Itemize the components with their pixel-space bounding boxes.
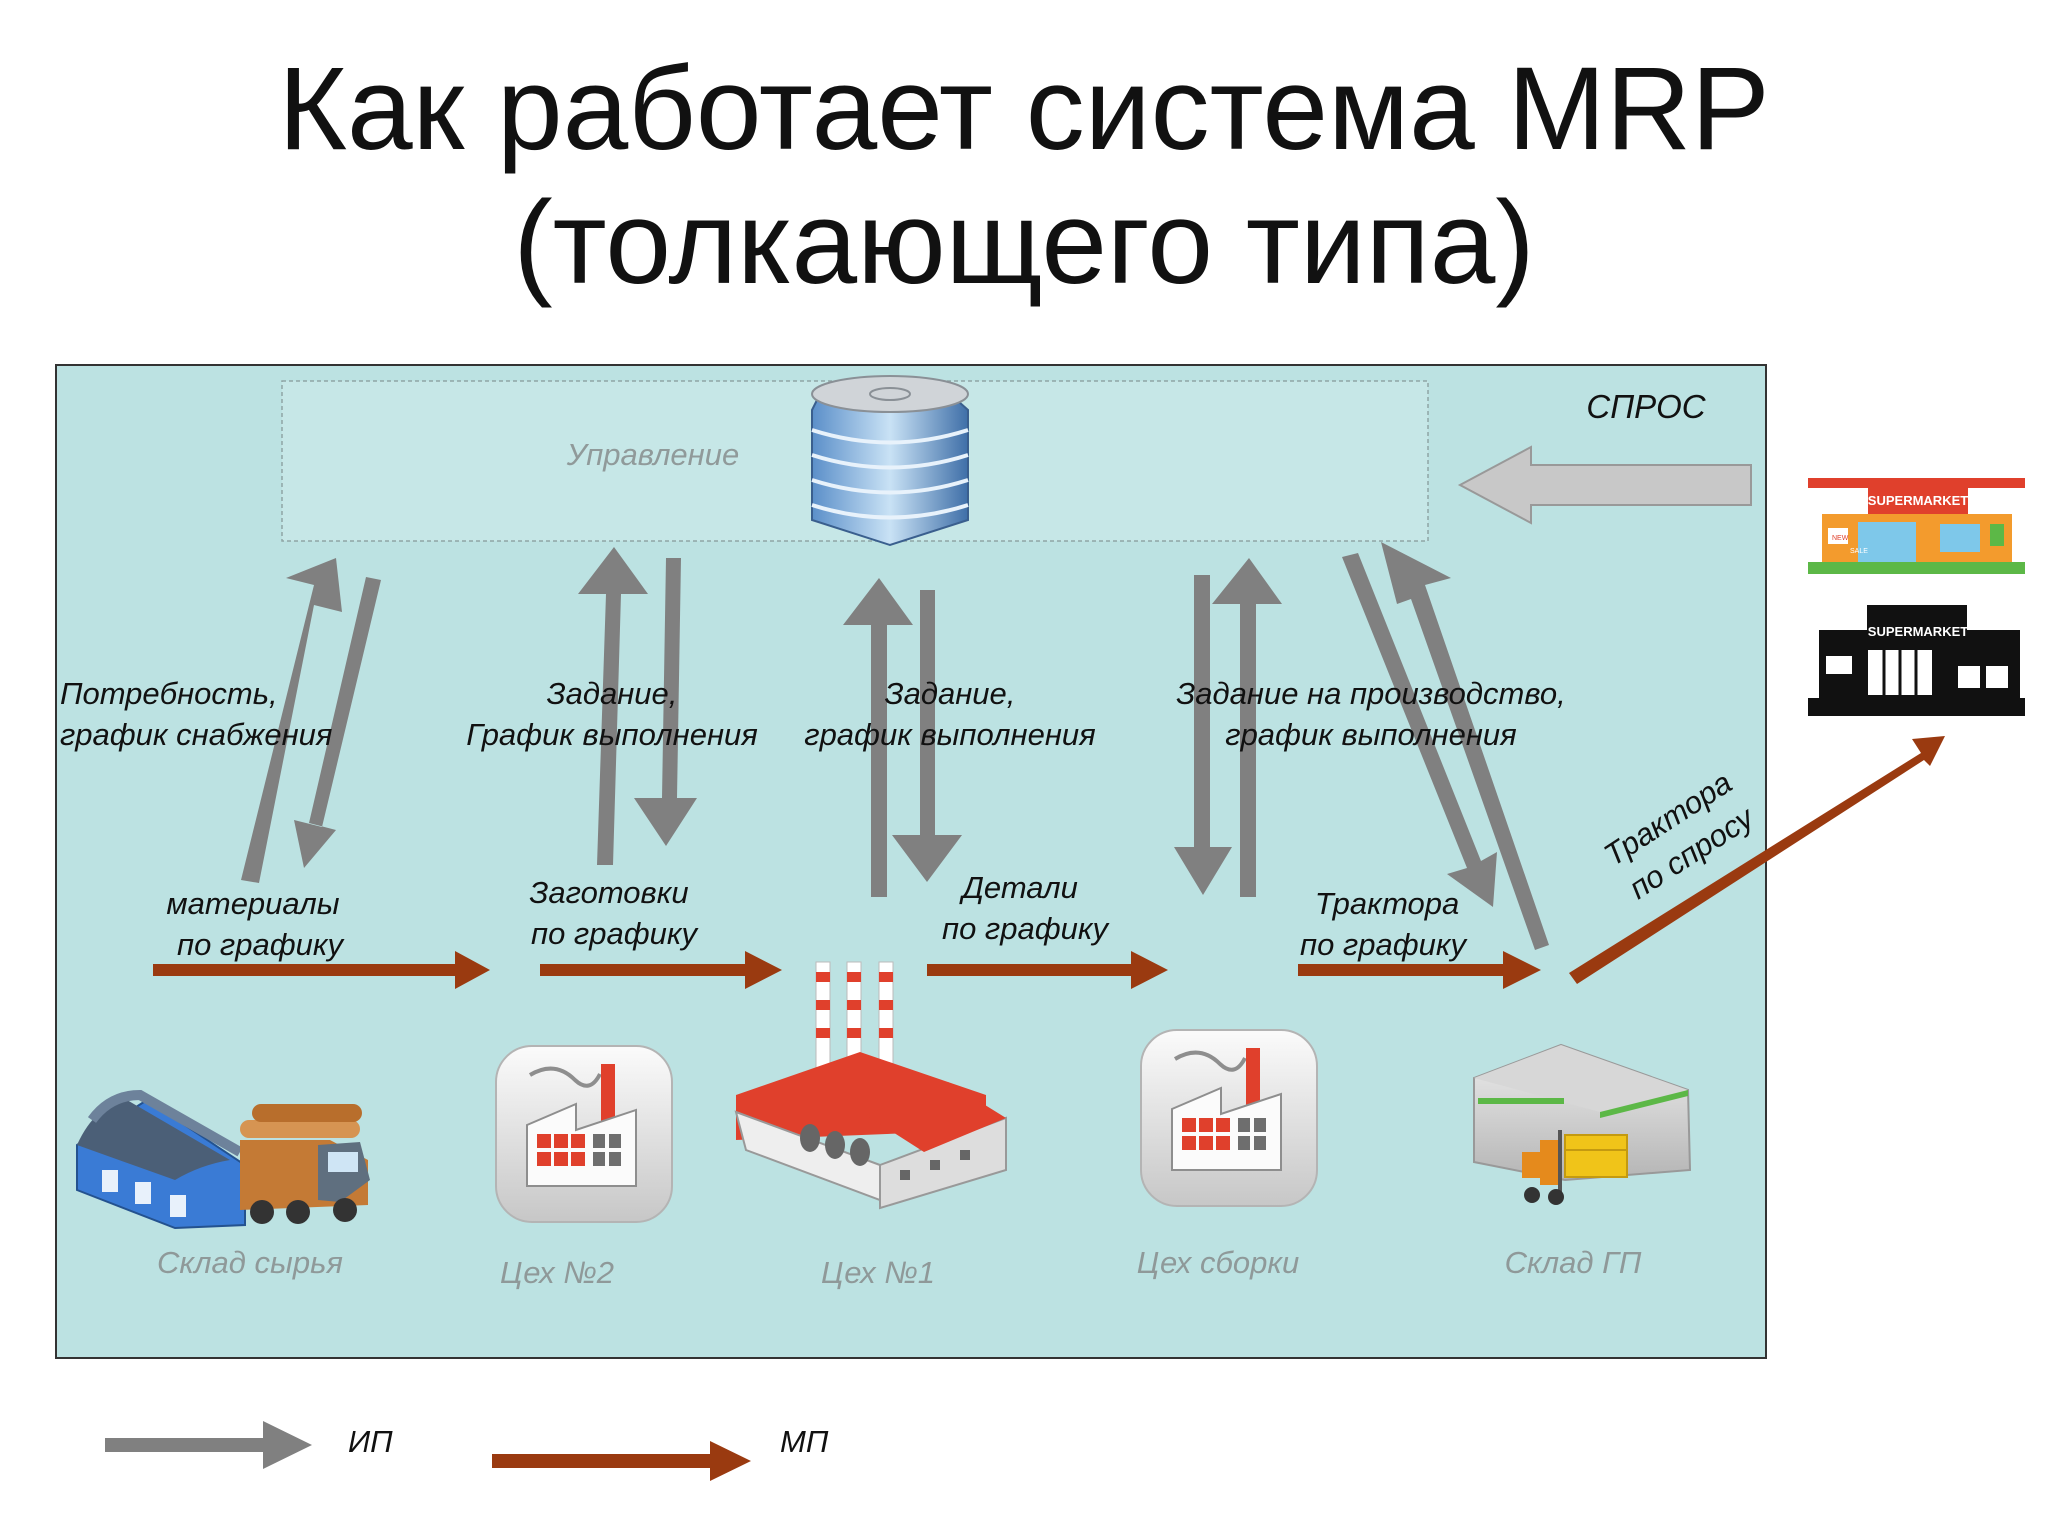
- flow-label-1-line-2: график снабжения: [60, 717, 332, 752]
- material-arrow-4: [1298, 951, 1541, 989]
- material-arrow-1: [153, 951, 490, 989]
- material-label-3-line-2: по графику: [942, 911, 1110, 946]
- legend-material-arrow: [492, 1441, 751, 1481]
- legend-material-label: МП: [780, 1424, 829, 1459]
- info-arrow-down-3: [892, 590, 962, 882]
- node-label-finished-goods-warehouse: Склад ГП: [1505, 1245, 1642, 1280]
- node-label-raw-warehouse: Склад сырья: [157, 1245, 343, 1280]
- info-arrow-up-4: [1212, 558, 1282, 897]
- supermarket-sign-top: SUPERMARKET: [1868, 493, 1968, 508]
- flow-label-1-line-1: Потребность,: [60, 676, 278, 711]
- material-label-4-line-1: Трактора: [1315, 886, 1460, 921]
- material-label-1-line-2: по графику: [177, 927, 345, 962]
- supermarket-color-icon: [1808, 478, 2025, 574]
- info-arrows: [241, 542, 1549, 950]
- info-arrow-down-4: [1174, 575, 1232, 895]
- demand-label: СПРОС: [1586, 388, 1706, 425]
- info-arrow-up-1: [241, 558, 342, 883]
- material-arrows: [153, 736, 1945, 989]
- page-title-line-2: (толкающего типа): [513, 177, 1535, 309]
- flow-label-3-line-1: Задание,: [885, 676, 1016, 711]
- node-label-shop-1: Цех №1: [821, 1255, 935, 1290]
- supermarket-black-icon: [1808, 605, 2025, 716]
- info-arrow-down-1: [294, 577, 381, 868]
- control-label: Управление: [566, 437, 739, 472]
- material-arrow-3: [927, 951, 1168, 989]
- material-label-3-line-1: Детали: [959, 870, 1078, 905]
- material-label-1-line-1: материалы: [166, 886, 339, 921]
- warehouse-forklift-icon: [1473, 1043, 1692, 1205]
- flow-label-4-line-2: график выполнения: [1225, 717, 1516, 752]
- material-label-4-line-2: по графику: [1300, 927, 1468, 962]
- material-label-2-line-1: Заготовки: [529, 875, 688, 910]
- factory-tile-icon: [1140, 1029, 1318, 1207]
- info-arrow-down-2: [634, 558, 697, 846]
- raw-warehouse-truck-icon: [76, 1089, 370, 1230]
- legend-info-label: ИП: [348, 1424, 393, 1459]
- supermarket-sign-bottom: SUPERMARKET: [1868, 624, 1968, 639]
- office-building-icon: [811, 375, 969, 547]
- info-arrow-down-5: [1342, 553, 1497, 907]
- info-arrow-up-5: [1381, 542, 1549, 950]
- flow-label-4-line-1: Задание на производство,: [1176, 676, 1565, 711]
- demand-arrow: [1457, 445, 1752, 525]
- material-arrow-5: [1569, 736, 1945, 984]
- node-label-assembly-shop: Цех сборки: [1137, 1245, 1300, 1280]
- supermarket-badge-sale: SALE: [1850, 548, 1868, 555]
- flow-label-2-line-2: График выполнения: [466, 717, 758, 752]
- info-arrow-up-3: [843, 578, 913, 897]
- page-title-line-1: Как работает система MRP: [278, 43, 1770, 175]
- material-label-2-line-2: по графику: [531, 916, 699, 951]
- factory-chimneys-icon: [734, 961, 1007, 1210]
- legend-info-arrow: [105, 1421, 312, 1469]
- flow-label-2-line-1: Задание,: [547, 676, 678, 711]
- factory-tile-icon: [495, 1045, 673, 1223]
- supermarket-badge-new: NEW: [1832, 535, 1849, 542]
- info-arrow-up-2: [578, 547, 648, 865]
- node-label-shop-2: Цех №2: [500, 1255, 614, 1290]
- flow-label-3-line-2: график выполнения: [804, 717, 1095, 752]
- material-arrow-2: [540, 951, 782, 989]
